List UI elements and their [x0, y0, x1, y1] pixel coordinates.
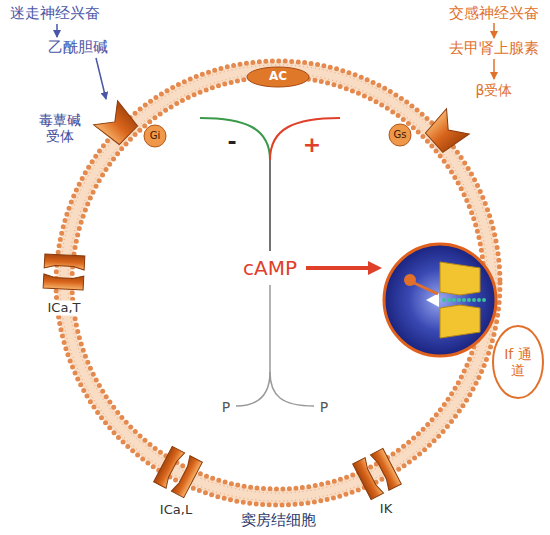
channel-symbol [154, 446, 185, 488]
transmitter-label: 去甲肾上腺素 [449, 40, 539, 57]
cell-membrane: 窦房结细胞AC毒蕈碱 受体GiGsβ受体ICa,TIf 通道ICa,LIK [54, 59, 502, 507]
stem-line [269, 160, 271, 251]
nerve-label: 交感神经兴奋 [449, 5, 539, 22]
g-protein: Gs [388, 123, 412, 147]
receptor-shape [95, 102, 139, 146]
binding-dot [457, 298, 461, 302]
receptor-shape [424, 110, 468, 154]
ion-channel: ICa,L [156, 450, 200, 494]
inset-shape [382, 242, 498, 358]
channel-shape [42, 250, 86, 294]
lipid-tails [60, 65, 496, 501]
receptor-symbol [423, 109, 470, 156]
phosphate-branch [270, 372, 314, 406]
receptor-symbol [94, 101, 141, 148]
binding-dot [452, 298, 456, 302]
nerve-arrow [56, 24, 58, 37]
sign-label: + [303, 132, 321, 157]
sign-label: - [227, 129, 236, 154]
ion-channel: IK [355, 452, 399, 496]
g-protein-circle [389, 124, 411, 146]
binding-dot [462, 298, 466, 302]
enzyme-oval [247, 67, 309, 87]
phosphate-stem [269, 285, 271, 372]
phosphate-branch [236, 372, 270, 406]
receptor-label: β受体 [476, 82, 513, 98]
binding-dot [477, 298, 481, 302]
lipid-heads [56, 61, 500, 505]
inhibit-line [200, 118, 270, 160]
channel-shape [156, 450, 200, 494]
channel-shape [355, 452, 399, 496]
channel-label: ICa,L [158, 503, 194, 518]
binding-dot [447, 298, 451, 302]
channel-symbol [44, 254, 85, 270]
transmitter-arrow [493, 59, 495, 79]
channel-label: IK [378, 502, 394, 517]
binding-dot [467, 298, 471, 302]
channel-symbol [440, 305, 480, 338]
gate-ball [404, 274, 416, 286]
g-protein-label: Gs [394, 129, 407, 141]
receptor: 毒蕈碱 受体 [95, 102, 139, 146]
channel-symbol [43, 274, 84, 290]
camp-arrow [306, 266, 372, 270]
enzyme-oval: AC [246, 66, 310, 88]
transmitter-arrow [96, 58, 106, 99]
stimulate-line [270, 118, 340, 160]
molecule-label: cAMP [243, 257, 297, 280]
phosphate-label: P [222, 399, 230, 415]
channel-label: ICa,T [46, 301, 83, 316]
channel-symbol [440, 262, 480, 295]
transmitter-label: 乙酰胆碱 [48, 39, 108, 56]
enzyme-label: AC [269, 70, 287, 84]
channel-label: If 通道 [502, 346, 534, 378]
gate-stalk [412, 282, 438, 294]
binding-dot [482, 298, 486, 302]
binding-dot [442, 298, 446, 302]
g-protein-label: Gi [150, 130, 161, 142]
binding-dot [472, 298, 476, 302]
nerve-arrow [493, 23, 495, 38]
g-protein: Gi [143, 124, 167, 148]
ion-channel: ICa,T [42, 250, 86, 294]
channel-inset: If 通道 [382, 242, 498, 358]
inset-circle [384, 244, 496, 356]
nerve-label: 迷走神经兴奋 [10, 5, 100, 22]
g-protein-circle [144, 125, 166, 147]
channel-symbol [353, 458, 384, 500]
receptor: β受体 [424, 110, 468, 154]
cell-title: 窦房结细胞 [241, 512, 316, 529]
callout-ellipse [493, 326, 543, 398]
phosphate-label: P [320, 399, 328, 415]
receptor-label: 毒蕈碱 受体 [37, 112, 83, 144]
